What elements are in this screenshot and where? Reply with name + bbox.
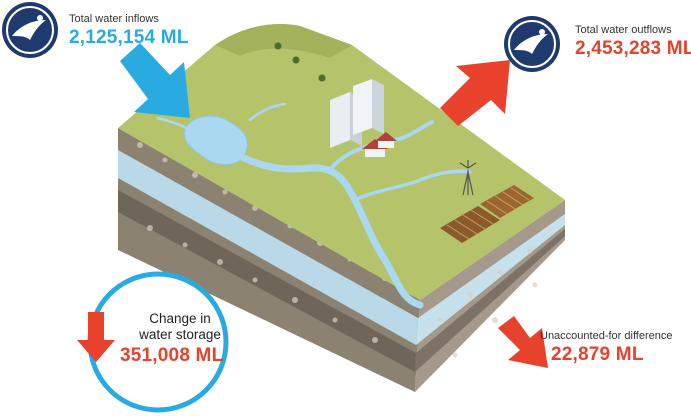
storage-label-line1: Change in bbox=[149, 311, 211, 326]
windmill bbox=[459, 160, 477, 196]
inflows-label: Total water inflows bbox=[69, 13, 159, 25]
city-buildings bbox=[330, 79, 384, 148]
unaccounted-arrow-icon bbox=[498, 316, 548, 368]
unaccounted-label: Unaccounted-for difference bbox=[540, 330, 673, 342]
inflow-badge bbox=[2, 2, 58, 58]
inflow-arrow-icon bbox=[120, 43, 190, 118]
storage-decrease-arrow-icon bbox=[77, 312, 115, 362]
houses bbox=[362, 132, 397, 157]
outflow-arrow-icon bbox=[440, 60, 510, 126]
inflows-value: 2,125,154 ML bbox=[69, 27, 189, 48]
farm-fields bbox=[440, 185, 534, 243]
storage-label: Change in water storage bbox=[125, 311, 235, 343]
trees bbox=[274, 42, 326, 82]
storage-label-line2: water storage bbox=[139, 327, 221, 342]
outflow-badge bbox=[504, 16, 560, 72]
storage-value: 351,008 ML bbox=[120, 345, 224, 366]
unaccounted-value: 22,879 ML bbox=[551, 344, 644, 365]
outflows-label: Total water outflows bbox=[575, 24, 672, 36]
water-bird-badge-icon bbox=[12, 20, 46, 40]
outflows-value: 2,453,283 ML bbox=[575, 38, 691, 59]
